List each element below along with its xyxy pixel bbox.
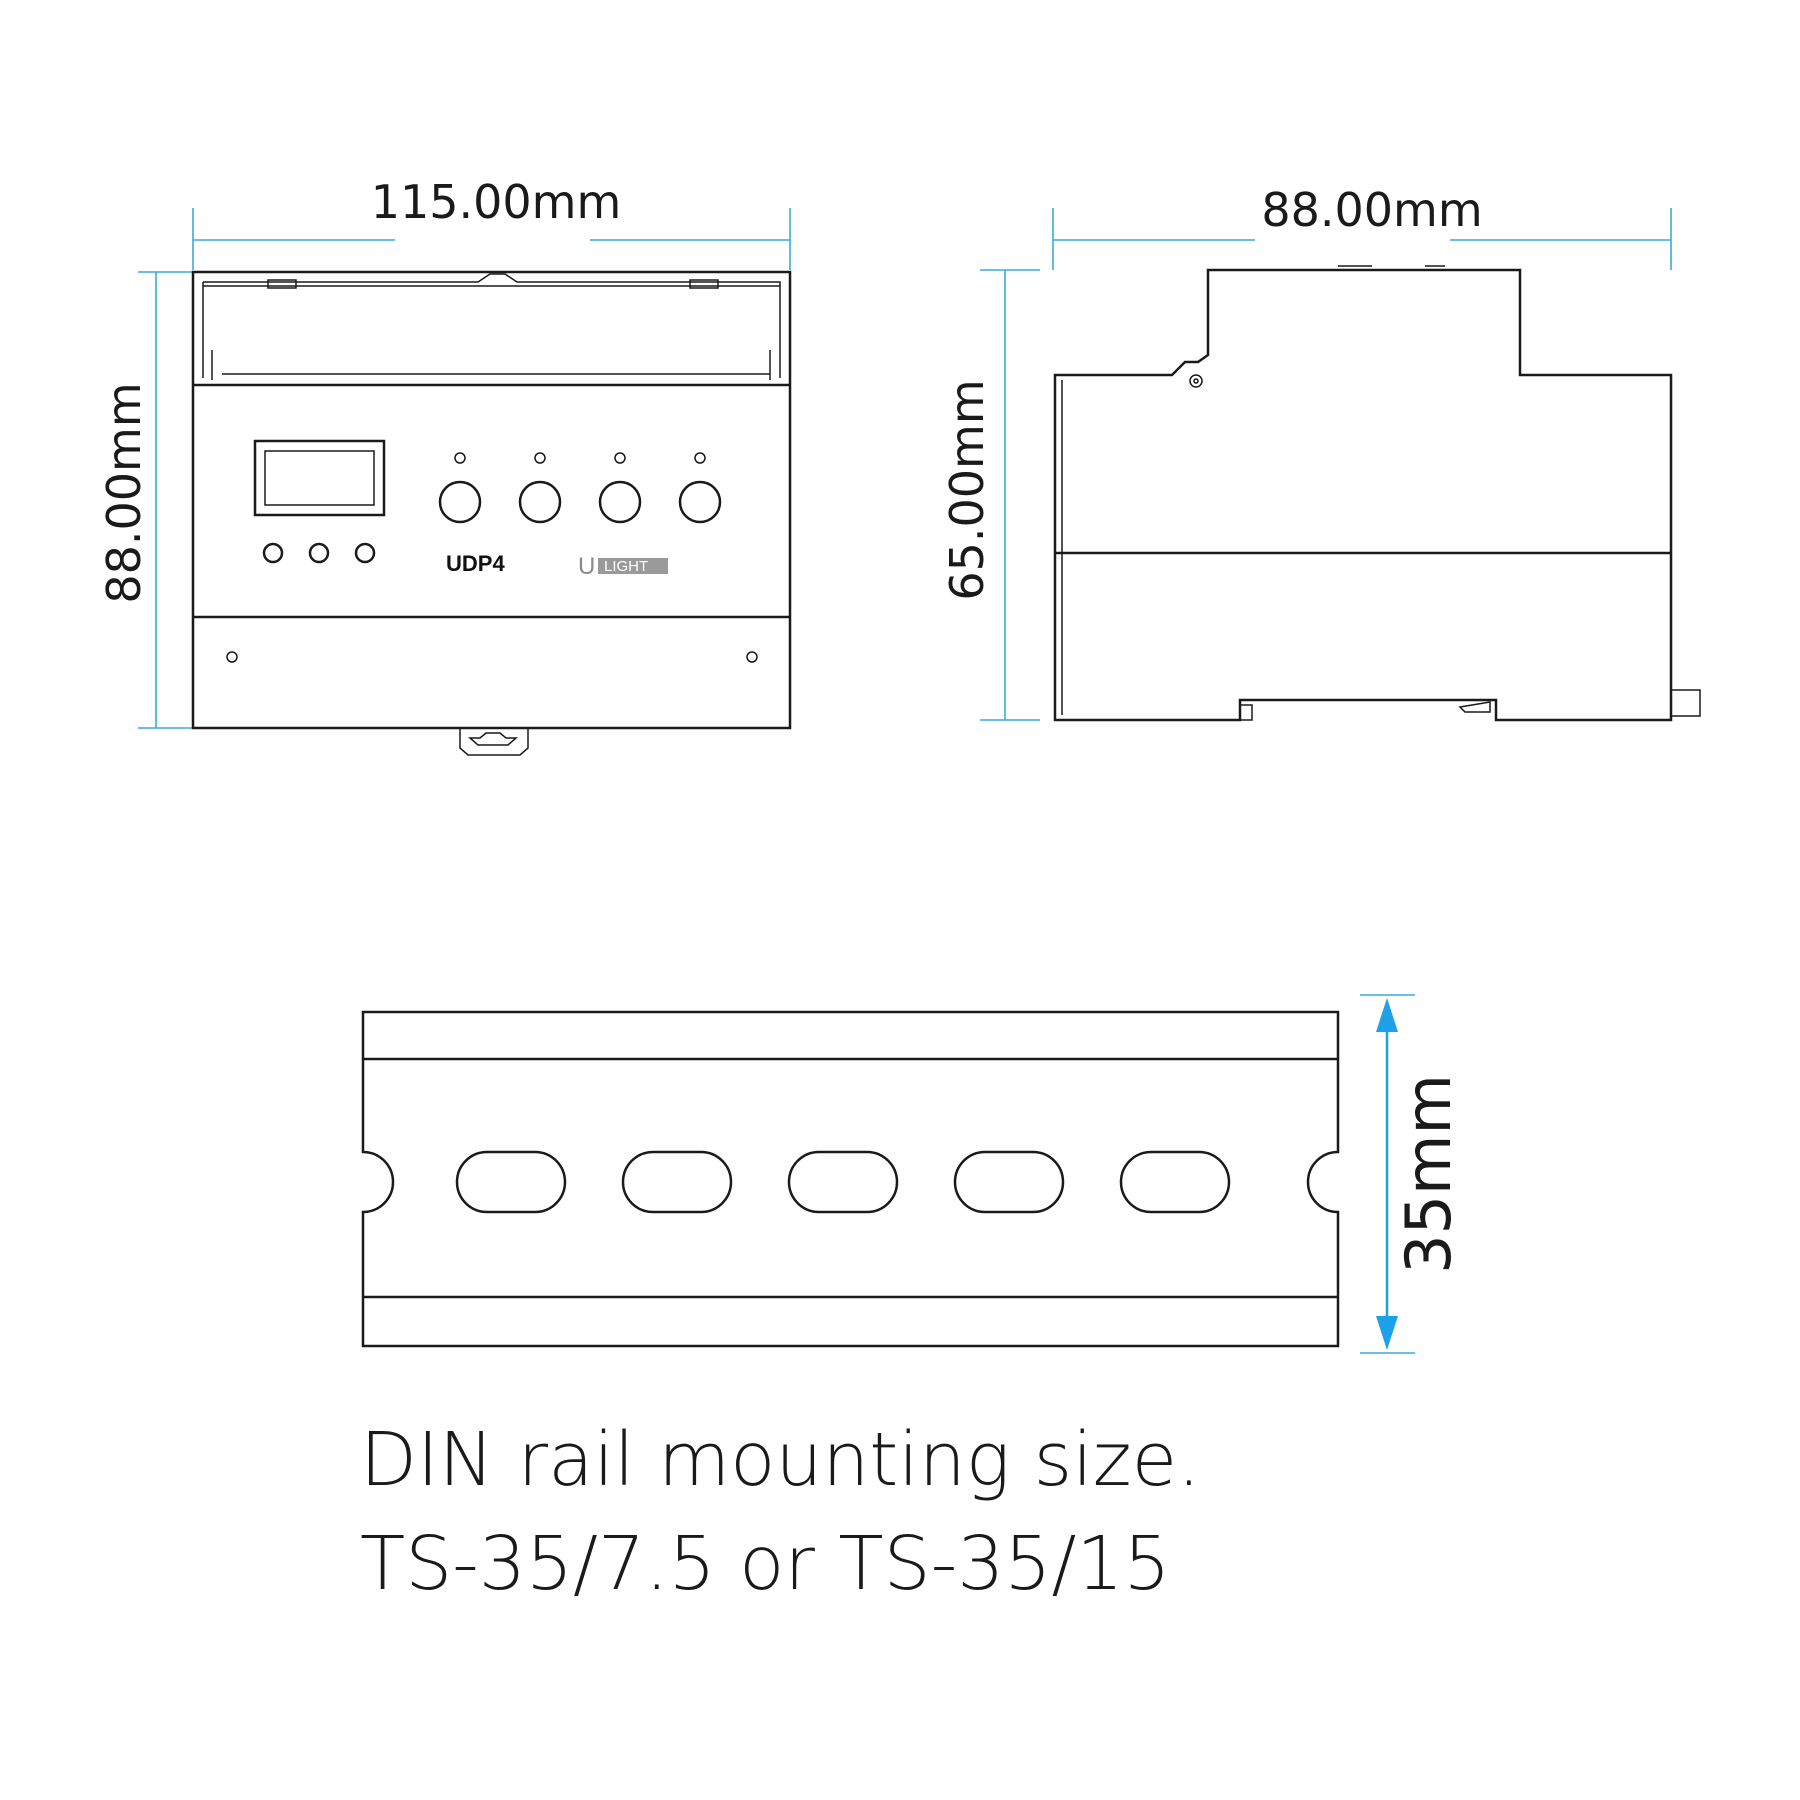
rail-slot (1119, 1150, 1231, 1214)
side-height-dimension: 65.00mm (940, 269, 1040, 721)
channel-button-3[interactable] (598, 452, 642, 524)
small-button-1[interactable] (262, 542, 284, 564)
side-view: 88.00mm 65.00mm (940, 183, 1701, 722)
lcd-display (253, 439, 386, 517)
front-height-dimension: 88.00mm (97, 271, 195, 729)
indicator-led-3 (614, 452, 626, 464)
din-rail: 35mm (361, 994, 1465, 1354)
side-height-label: 65.00mm (940, 379, 994, 600)
indicator-led-2 (534, 452, 546, 464)
ulight-logo: U LIGHT (578, 553, 668, 580)
din-clip (459, 728, 529, 756)
front-top-cover (202, 273, 781, 380)
rail-slot (787, 1150, 899, 1214)
screw-hole-right (746, 651, 758, 663)
rail-slots (455, 1150, 1231, 1214)
front-width-label: 115.00mm (371, 175, 622, 229)
caption-line-2: TS-35/7.5 or TS-35/15 (360, 1521, 1171, 1607)
model-label: UDP4 (446, 551, 505, 576)
screw-hole-left (226, 651, 238, 663)
side-profile-outline (1053, 268, 1673, 722)
front-height-label: 88.00mm (97, 382, 151, 603)
rail-outline (361, 1010, 1340, 1348)
side-screw (1189, 374, 1203, 388)
front-view: 115.00mm 88.00mm (97, 175, 792, 756)
channel-button-1[interactable] (438, 452, 482, 524)
front-width-dimension: 115.00mm (192, 175, 791, 270)
indicator-led-1 (454, 452, 466, 464)
rail-height-dimension: 35mm (1360, 994, 1465, 1354)
indicator-led-4 (694, 452, 706, 464)
logo-letter: U (578, 553, 595, 580)
channel-button-2[interactable] (518, 452, 562, 524)
small-button-3[interactable] (354, 542, 376, 564)
rail-slot (621, 1150, 733, 1214)
rail-slot (953, 1150, 1065, 1214)
mounting-caption: DIN rail mounting size. TS-35/7.5 or TS-… (360, 1408, 1460, 1616)
rail-height-label: 35mm (1392, 1074, 1465, 1274)
front-body-outline (191, 270, 792, 730)
rail-slot (455, 1150, 567, 1214)
small-button-2[interactable] (308, 542, 330, 564)
side-width-label: 88.00mm (1261, 183, 1482, 237)
logo-text: LIGHT (604, 558, 648, 575)
caption-line-1: DIN rail mounting size. (360, 1417, 1201, 1503)
channel-button-4[interactable] (678, 452, 722, 524)
side-width-dimension: 88.00mm (1052, 183, 1672, 270)
